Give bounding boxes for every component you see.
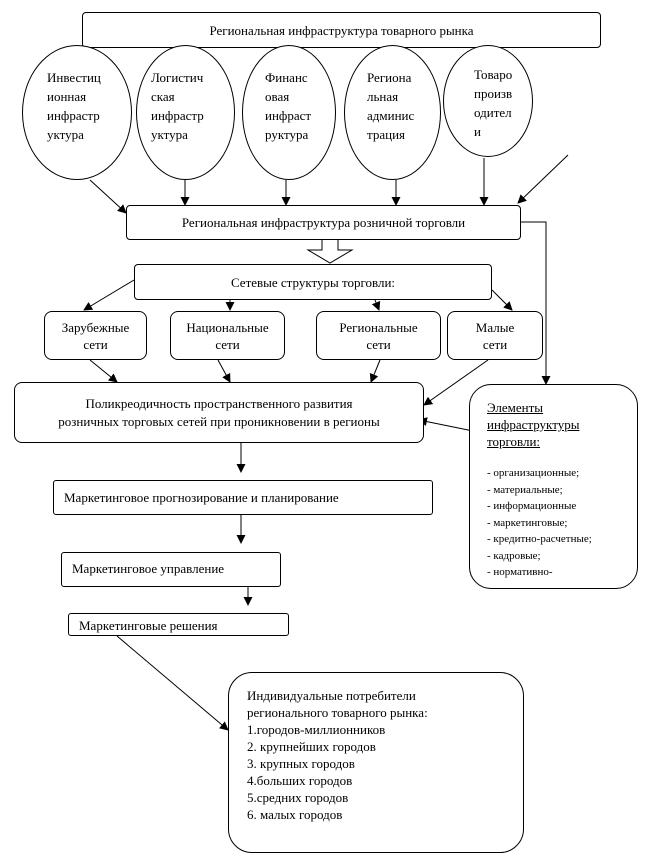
arrow-network-to-regional xyxy=(371,299,381,311)
arrow-network-to-small xyxy=(491,289,513,311)
consumers-list: 1.городов-миллионников 2. крупнейших гор… xyxy=(247,721,385,823)
trade-infrastructure-elements-box: Элементы инфраструктуры торговли: - орга… xyxy=(469,384,638,589)
elements-item: - организационные; xyxy=(487,467,580,479)
arrow-retail-to-elements xyxy=(521,221,551,385)
oval-producers-label: Товаро произв одител и xyxy=(474,67,513,139)
oval-regional-administration: Региона льная админис трация xyxy=(344,45,441,180)
marketing-decisions-box: Маркетинговые решения xyxy=(68,613,289,636)
marketing-forecasting-label: Маркетинговое прогнозирование и планиров… xyxy=(64,490,339,505)
small-networks-box: Малые сети xyxy=(447,311,543,360)
retail-infrastructure-label: Региональная инфраструктура розничной то… xyxy=(181,215,466,230)
elements-item: - нормативно- xyxy=(487,566,553,578)
consumers-item: 2. крупнейших городов xyxy=(247,739,376,754)
arrow-decisions-to-consumers xyxy=(116,635,229,731)
arrow-small-to-poly xyxy=(423,359,489,406)
oval-investment-infrastructure: Инвестиц ионная инфрастр уктура xyxy=(22,45,132,180)
foreign-networks-label: Зарубежные сети xyxy=(61,319,130,352)
consumers-item: 5.средних городов xyxy=(247,790,349,805)
elements-item: - кадровые; xyxy=(487,549,541,562)
regional-networks-label: Региональные сети xyxy=(339,319,418,352)
consumers-item: 4.больших городов xyxy=(247,773,353,788)
arrow-invest-to-retail xyxy=(89,179,127,214)
polycentric-development-label: Поликреодичность пространственного разви… xyxy=(58,395,380,429)
elements-item: - маркетинговые; xyxy=(487,516,568,529)
arrow-elements-to-poly xyxy=(418,417,479,433)
hollow-arrow xyxy=(306,240,354,264)
elements-title: Элементы инфраструктуры торговли: xyxy=(487,400,580,449)
oval-logistic-label: Логистич ская инфрастр уктура xyxy=(151,70,204,142)
national-networks-box: Национальные сети xyxy=(170,311,285,360)
consumers-item: 1.городов-миллионников xyxy=(247,722,386,737)
foreign-networks-box: Зарубежные сети xyxy=(44,311,147,360)
retail-infrastructure-box: Региональная инфраструктура розничной то… xyxy=(126,205,521,240)
oval-financial-infrastructure: Финанс овая инфраст руктура xyxy=(242,45,336,180)
arrow-diagonal-to-retail xyxy=(517,154,569,204)
arrow-network-to-foreign xyxy=(83,279,135,311)
national-networks-label: Национальные сети xyxy=(186,319,269,352)
marketing-decisions-label: Маркетинговые решения xyxy=(79,618,218,633)
elements-item: - информационные xyxy=(487,500,577,512)
polycentric-development-box: Поликреодичность пространственного разви… xyxy=(14,382,424,443)
regional-networks-box: Региональные сети xyxy=(316,311,441,360)
marketing-management-box: Маркетинговое управление xyxy=(61,552,281,587)
regional-market-infrastructure-box: Региональная инфраструктура товарного ры… xyxy=(82,12,601,48)
consumers-item: 3. крупных городов xyxy=(247,756,355,771)
consumers-title: Индивидуальные потребители регионального… xyxy=(247,688,428,720)
network-structures-box: Сетевые структуры торговли: xyxy=(134,264,492,300)
marketing-forecasting-box: Маркетинговое прогнозирование и планиров… xyxy=(53,480,433,515)
oval-administration-label: Региона льная админис трация xyxy=(367,70,415,142)
oval-investment-label: Инвестиц ионная инфрастр уктура xyxy=(47,70,101,142)
oval-financial-label: Финанс овая инфраст руктура xyxy=(265,70,312,142)
oval-producers: Товаро произв одител и xyxy=(443,45,533,157)
small-networks-label: Малые сети xyxy=(475,319,515,352)
marketing-management-label: Маркетинговое управление xyxy=(72,561,225,576)
individual-consumers-box: Индивидуальные потребители регионального… xyxy=(228,672,524,853)
elements-list: - организационные; - материальные; - инф… xyxy=(487,465,592,581)
arrow-national-to-poly xyxy=(217,359,231,383)
consumers-item: 6. малых городов xyxy=(247,807,343,822)
oval-logistic-infrastructure: Логистич ская инфрастр уктура xyxy=(136,45,235,180)
elements-item: - кредитно-расчетные; xyxy=(487,533,592,545)
regional-market-infrastructure-label: Региональная инфраструктура товарного ры… xyxy=(209,22,474,38)
network-structures-label: Сетевые структуры торговли: xyxy=(230,274,396,290)
arrow-foreign-to-poly xyxy=(89,359,118,383)
elements-item: - материальные; xyxy=(487,483,563,496)
arrow-regional-to-poly xyxy=(369,359,381,383)
